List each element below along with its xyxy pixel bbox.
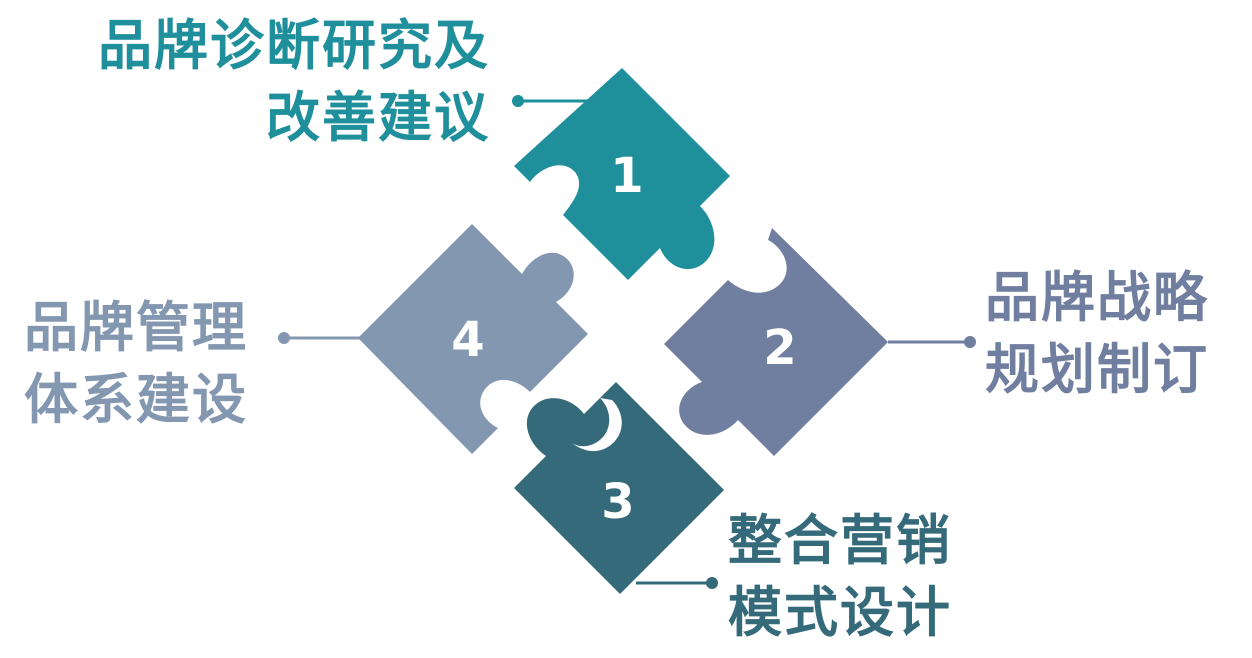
- puzzle-piece-2: 2: [664, 228, 888, 456]
- connector-4-dot: [278, 332, 290, 344]
- connector-3-dot: [706, 577, 718, 589]
- piece-4-number: 4: [451, 312, 484, 368]
- puzzle-piece-3-shape: [514, 382, 724, 594]
- label-piece-3-line-2: 模式设计: [728, 581, 952, 644]
- label-piece-3-line-1: 整合营销: [728, 509, 952, 572]
- connectors: [278, 95, 976, 589]
- connector-1-dot: [512, 95, 524, 107]
- label-piece-4-line-2: 体系建设: [24, 368, 248, 431]
- label-piece-3: 整合营销 模式设计: [728, 505, 952, 649]
- label-piece-4-line-1: 品牌管理: [24, 296, 248, 359]
- label-piece-1-line-1: 品牌诊断研究及: [98, 14, 490, 77]
- puzzle-piece-1-shape: [514, 68, 730, 280]
- label-piece-2: 品牌战略 规划制订: [985, 262, 1209, 406]
- puzzle-piece-4: 4: [358, 224, 588, 454]
- label-piece-4: 品牌管理 体系建设: [24, 292, 248, 436]
- piece-2-number: 2: [763, 320, 796, 376]
- puzzle-piece-2-shape: [664, 228, 888, 456]
- puzzle-piece-4-shape: [358, 224, 588, 454]
- puzzle-piece-1: 1: [514, 68, 730, 280]
- piece-3-number: 3: [601, 474, 634, 530]
- puzzle-piece-3: 3: [514, 382, 724, 594]
- piece-1-number: 1: [610, 148, 643, 204]
- label-piece-1: 品牌诊断研究及 改善建议: [78, 10, 490, 154]
- connector-2-dot: [964, 336, 976, 348]
- label-piece-2-line-2: 规划制订: [985, 338, 1209, 401]
- label-piece-2-line-1: 品牌战略: [985, 266, 1209, 329]
- puzzle-piece-3-tab: [654, 420, 724, 506]
- label-piece-1-line-2: 改善建议: [266, 86, 490, 149]
